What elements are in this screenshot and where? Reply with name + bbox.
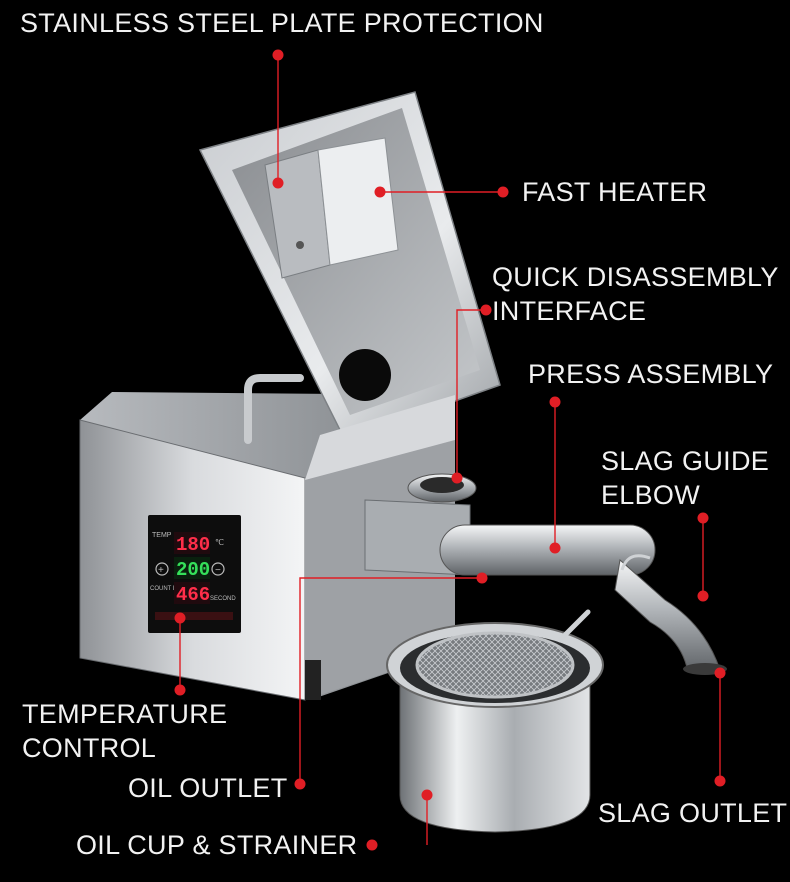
oil-cup <box>386 609 604 833</box>
callout-dot <box>374 186 386 198</box>
label-quick-disassembly: QUICK DISASSEMBLY INTERFACE <box>492 262 779 326</box>
label-plate-protection: STAINLESS STEEL PLATE PROTECTION <box>20 8 544 38</box>
callout-dot <box>366 839 378 851</box>
temp-readout: 180 <box>176 534 210 556</box>
callout-dot <box>549 542 561 554</box>
callout-dot <box>174 684 186 696</box>
callout-dot <box>697 512 709 524</box>
label-oil-outlet: OIL OUTLET <box>128 773 288 803</box>
callout-dot <box>272 49 284 61</box>
label-oil-cup: OIL CUP & STRAINER <box>76 830 358 860</box>
callout-dot <box>714 775 726 787</box>
temp-label: TEMP <box>152 532 172 539</box>
callout-dot <box>697 590 709 602</box>
svg-text:+: + <box>158 565 164 576</box>
callout-dot <box>294 778 306 790</box>
count-label: COUNT DOWN <box>150 586 192 592</box>
callout-dot <box>549 396 561 408</box>
callout-dot <box>476 572 488 584</box>
callout-dot <box>451 472 463 484</box>
callout-dot <box>480 304 492 316</box>
callout-dot <box>421 789 433 801</box>
lid-handle <box>244 374 304 444</box>
callout-dot <box>174 612 186 624</box>
label-slag-outlet: SLAG OUTLET <box>598 798 788 828</box>
control-panel: TEMP 180 ℃ + 200 − COUNT DOWN 466 SECOND <box>148 515 241 633</box>
svg-text:−: − <box>215 565 221 576</box>
temp-unit: ℃ <box>215 538 224 547</box>
label-fast-heater: FAST HEATER <box>522 177 708 207</box>
callout-dot <box>497 186 509 198</box>
callout-dot <box>272 177 284 189</box>
panel-strip <box>155 612 233 620</box>
callout-lines <box>179 55 721 845</box>
label-temperature-control: TEMPERATURE CONTROL <box>22 699 228 763</box>
press-assembly <box>364 473 727 675</box>
mid-readout: 200 <box>176 559 210 581</box>
count-unit: SECOND <box>210 596 236 602</box>
plus-button[interactable] <box>155 562 169 576</box>
count-readout: 466 <box>176 584 210 606</box>
minus-button[interactable] <box>211 562 225 576</box>
label-slag-guide: SLAG GUIDE ELBOW <box>601 446 770 510</box>
label-press-assembly: PRESS ASSEMBLY <box>528 359 774 389</box>
callout-dots <box>174 49 726 851</box>
callout-dot <box>714 667 726 679</box>
